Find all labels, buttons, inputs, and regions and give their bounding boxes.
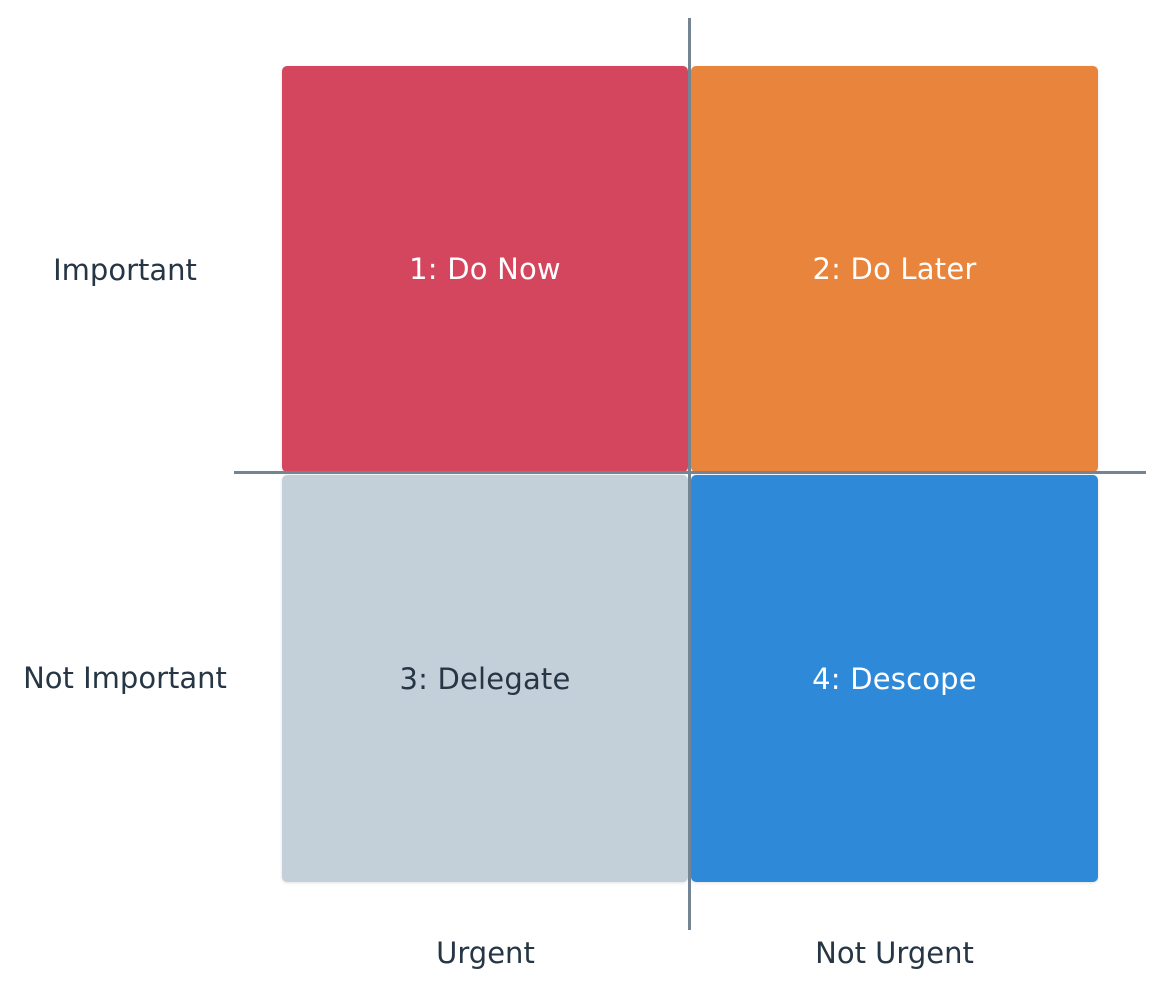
quadrant-do-later: 2: Do Later bbox=[691, 66, 1098, 472]
quadrant-do-now: 1: Do Now bbox=[282, 66, 688, 472]
row-label-not-important: Not Important bbox=[23, 661, 227, 695]
quadrant-delegate: 3: Delegate bbox=[282, 475, 688, 882]
quadrant-label: 3: Delegate bbox=[399, 661, 571, 696]
quadrant-label: 2: Do Later bbox=[812, 252, 977, 286]
horizontal-axis-line bbox=[234, 471, 1146, 474]
vertical-axis-line bbox=[688, 18, 691, 930]
column-label-urgent: Urgent bbox=[436, 936, 535, 970]
column-label-not-urgent: Not Urgent bbox=[815, 936, 974, 970]
quadrant-label: 4: Descope bbox=[812, 661, 977, 696]
row-label-important: Important bbox=[53, 253, 197, 287]
quadrant-descope: 4: Descope bbox=[691, 475, 1098, 882]
quadrant-label: 1: Do Now bbox=[409, 252, 561, 286]
